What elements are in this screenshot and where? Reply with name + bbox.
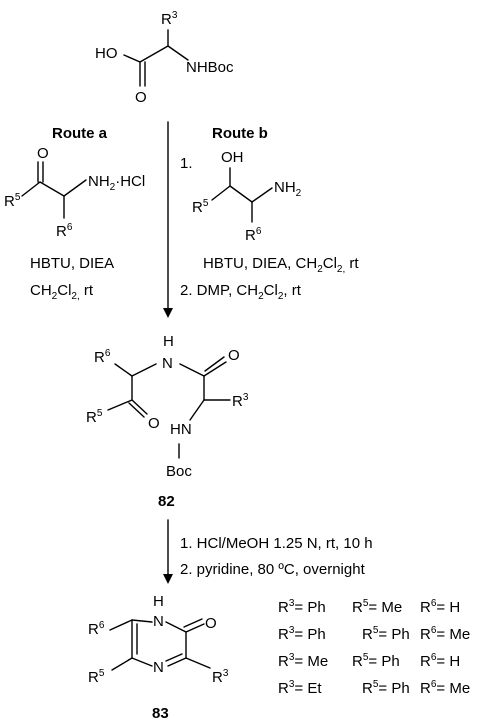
intermediate-n-label: N <box>162 355 173 372</box>
route-b-nh2-label: NH2 <box>274 179 302 199</box>
substituent-r5-value: R5= Me <box>352 598 402 616</box>
route-a-title: Route a <box>52 125 108 142</box>
intermediate-o-top-label: O <box>228 347 240 364</box>
cyclization-step-2: 2. pyridine, 80 ºC, overnight <box>180 561 366 578</box>
product-r5-label: R5 <box>88 668 105 686</box>
intermediate-boc-label: Boc <box>166 463 192 480</box>
route-a-r5-label: R5 <box>4 192 21 210</box>
intermediate-82: H N O R6 R5 O HN R3 Boc 82 <box>86 333 249 510</box>
reactant-boc-amino-acid: R3 HO NHBoc O <box>95 10 234 106</box>
substituent-r3-value: R3= Ph <box>278 625 326 643</box>
reactant-r3-label: R3 <box>161 10 178 28</box>
reactant-carbonyl-o-label: O <box>135 89 147 106</box>
substituent-r3-value: R3= Et <box>278 679 322 697</box>
reactant-ho-label: HO <box>95 45 118 62</box>
route-a-condition-1: HBTU, DIEA <box>30 255 114 272</box>
product-r3-label: R3 <box>212 668 229 686</box>
substituent-table: R3= Ph R5= Me R6= H R3= Ph R5= Ph R6= Me R3= M… <box>278 598 470 697</box>
route-a: Route a O NH2·HCl R5 R6 HBTU, DIEA CH2Cl… <box>4 125 145 302</box>
reactant-nhboc-label: NHBoc <box>186 59 234 76</box>
substituent-r5-value: R5= Ph <box>362 679 410 697</box>
route-b-r5-label: R5 <box>192 198 209 216</box>
intermediate-h-label: H <box>163 333 174 350</box>
substituent-r5-value: R5= Ph <box>352 652 400 670</box>
intermediate-r6-label: R6 <box>94 348 111 366</box>
route-b-title: Route b <box>212 125 268 142</box>
substituent-r3-value: R3= Ph <box>278 598 326 616</box>
route-b-oh-label: OH <box>221 149 244 166</box>
substituent-row: R3= Me R5= Ph R6= H <box>278 652 460 670</box>
product-83: H N O R6 R5 N R3 83 <box>88 593 229 722</box>
product-compound-number: 83 <box>152 705 169 722</box>
product-r6-label: R6 <box>88 620 105 638</box>
intermediate-r5-label: R5 <box>86 408 103 426</box>
product-o-label: O <box>205 615 217 632</box>
substituent-r5-value: R5= Ph <box>362 625 410 643</box>
intermediate-o-left-label: O <box>148 415 160 432</box>
substituent-r6-value: R6= H <box>420 598 460 616</box>
substituent-r6-value: R6= Me <box>420 625 470 643</box>
route-a-o-label: O <box>37 145 49 162</box>
route-b-r6-label: R6 <box>245 226 262 244</box>
substituent-r6-value: R6= Me <box>420 679 470 697</box>
product-n-top-label: N <box>153 613 164 630</box>
product-n-bottom-label: N <box>153 659 164 676</box>
route-a-r6-label: R6 <box>56 222 73 240</box>
substituent-row: R3= Ph R5= Me R6= H <box>278 598 460 616</box>
substituent-r3-value: R3= Me <box>278 652 328 670</box>
route-b-step1-number: 1. <box>180 155 193 172</box>
route-b-condition-2: 2. DMP, CH2Cl2, rt <box>180 282 302 302</box>
substituent-r6-value: R6= H <box>420 652 460 670</box>
route-a-condition-2: CH2Cl2, rt <box>30 282 94 302</box>
substituent-row: R3= Ph R5= Ph R6= Me <box>278 625 470 643</box>
cyclization-step-1: 1. HCl/MeOH 1.25 N, rt, 10 h <box>180 535 373 552</box>
substituent-row: R3= Et R5= Ph R6= Me <box>278 679 470 697</box>
route-a-amine-hcl-label: NH2·HCl <box>88 173 145 193</box>
route-b-condition-1: HBTU, DIEA, CH2Cl2, rt <box>203 255 359 275</box>
product-h-label: H <box>153 593 164 610</box>
intermediate-compound-number: 82 <box>158 493 175 510</box>
route-b: Route b 1. OH NH2 R5 R6 HBTU, DIEA, CH2C… <box>180 125 359 302</box>
intermediate-r3-label: R3 <box>232 392 249 410</box>
intermediate-hn-label: HN <box>170 421 192 438</box>
